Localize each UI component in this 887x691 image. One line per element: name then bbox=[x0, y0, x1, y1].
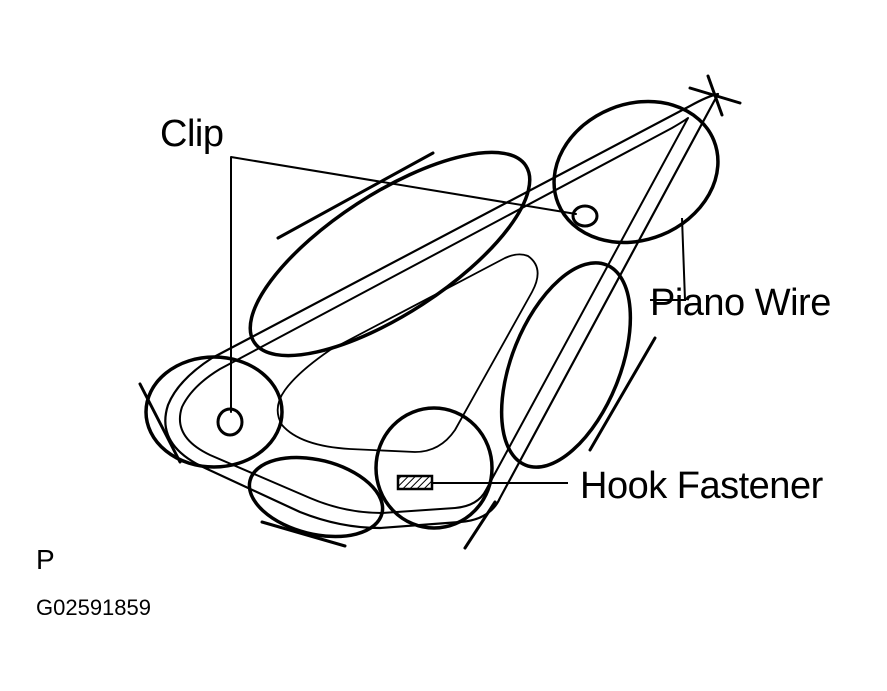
work-area-ellipse-left bbox=[144, 355, 284, 469]
work-area-ellipse-top bbox=[248, 150, 532, 358]
clip-marker-left bbox=[216, 407, 244, 437]
p-mark-label: P bbox=[36, 544, 55, 575]
clip-label: Clip bbox=[160, 113, 224, 155]
work-area-ellipse-bottom-left bbox=[247, 455, 385, 539]
work-area-ellipse-right bbox=[499, 261, 633, 469]
hook-fastener-label: Hook Fastener bbox=[580, 465, 823, 507]
piano-wire-segment bbox=[588, 336, 657, 452]
clip-marker-right bbox=[571, 204, 599, 228]
piano-wire-segment bbox=[276, 151, 435, 240]
window-outer-edge-inner bbox=[178, 117, 689, 514]
piano-wire-label: Piano Wire bbox=[650, 282, 831, 324]
piano-wire-segment bbox=[688, 86, 742, 105]
work-area-ellipse-top-right bbox=[552, 99, 720, 245]
clip-leader-line bbox=[230, 156, 577, 413]
piano-wire-segment bbox=[260, 520, 347, 548]
hook-fastener-marker bbox=[396, 474, 434, 491]
figure-code-label: G02591859 bbox=[36, 595, 151, 620]
work-area-ellipse-bottom bbox=[374, 406, 494, 530]
piano-wire-leader-line bbox=[650, 217, 687, 301]
piano-wire-segment bbox=[463, 500, 497, 550]
